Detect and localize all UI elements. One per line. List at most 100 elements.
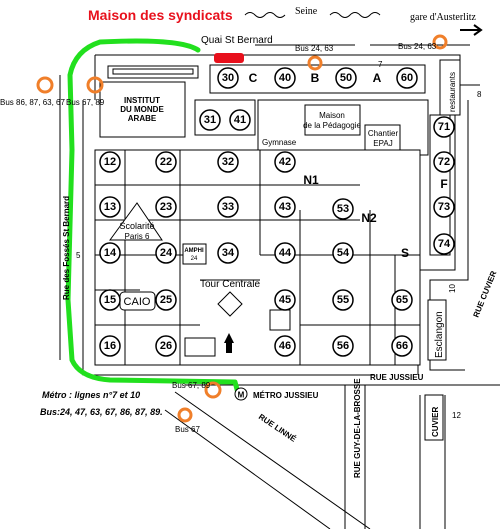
- side-number: 7: [378, 60, 383, 69]
- tower-46: [274, 335, 296, 357]
- bus-stop-marker: [86, 76, 104, 94]
- tower-66-label: 66: [396, 340, 408, 352]
- imarabe-label: INSTITUT: [124, 96, 160, 105]
- tower-60: [396, 67, 418, 89]
- austerlitz-label: gare d'Austerlitz: [410, 12, 477, 23]
- scolarite-label: Scolarité: [119, 221, 154, 231]
- tower-43: [274, 196, 296, 218]
- tower-23-label: 23: [160, 201, 172, 213]
- tower-44: [274, 242, 296, 264]
- tower-33: [217, 196, 239, 218]
- amphi-24-building: [182, 243, 207, 265]
- tower-65-label: 65: [396, 294, 408, 306]
- tower-14: [99, 242, 121, 264]
- bus-label: Bus 67, 89: [172, 381, 211, 390]
- tower-34-label: 34: [222, 247, 235, 259]
- pedagogie-label: Maison: [319, 111, 345, 120]
- street-jussieu: RUE JUSSIEU: [370, 373, 424, 382]
- tower-73: [433, 196, 455, 218]
- tower-16-label: 16: [104, 340, 116, 352]
- tower-16: [99, 335, 121, 357]
- bus-label: Bus 24, 63: [398, 42, 437, 51]
- cuvier-building: [424, 394, 444, 441]
- tower-22: [155, 151, 177, 173]
- tower-65: [391, 289, 413, 311]
- tower-40: [274, 67, 296, 89]
- imarabe-label: DU MONDE: [120, 105, 164, 114]
- tower-45-label: 45: [279, 294, 291, 306]
- tower-71-label: 71: [438, 121, 450, 133]
- street-linne: RUE LINNÉ: [257, 412, 298, 444]
- side-number: 8: [477, 90, 482, 99]
- building-letter: B: [311, 71, 320, 85]
- tower-46-label: 46: [279, 340, 291, 352]
- tower-44-label: 44: [279, 247, 292, 259]
- tower-22-label: 22: [160, 156, 172, 168]
- map-title: Maison des syndicats: [88, 7, 233, 23]
- gymnase-label: Gymnase: [262, 138, 297, 147]
- seine-label: Seine: [295, 6, 318, 17]
- side-number: 10: [448, 284, 457, 293]
- building-letter: N1: [303, 173, 319, 187]
- tower-55: [332, 289, 354, 311]
- entrance-arrow: [224, 333, 234, 343]
- tower-13-label: 13: [104, 201, 116, 213]
- tower-32-label: 32: [222, 156, 234, 168]
- tower-66: [391, 335, 413, 357]
- tower-31: [199, 109, 221, 131]
- tower-25: [155, 289, 177, 311]
- pedagogie-label: de la Pédagogie: [303, 121, 361, 130]
- tower-60-label: 60: [401, 72, 413, 84]
- tower-50-label: 50: [340, 72, 352, 84]
- cuvier-label: CUVIER: [431, 407, 440, 437]
- building-letter: S: [401, 246, 409, 260]
- tower-41-label: 41: [234, 114, 246, 126]
- main-campus-grid: [94, 149, 421, 366]
- metro-icon-letter: M: [238, 391, 245, 400]
- scolarite-building: [109, 202, 163, 241]
- pedagogie-building: [304, 104, 361, 136]
- arrow-right-icon: [460, 24, 483, 36]
- tower-53-label: 53: [337, 203, 349, 215]
- bus-stop-marker: [204, 381, 222, 399]
- tower-32: [217, 151, 239, 173]
- tower-45: [274, 289, 296, 311]
- tower-30: [217, 67, 239, 89]
- tower-13: [99, 196, 121, 218]
- side-number: 5: [76, 251, 81, 260]
- tour-centrale-diamond: [217, 291, 243, 317]
- bus-stop-marker: [36, 76, 54, 94]
- tower-50: [335, 67, 357, 89]
- tower-42: [274, 151, 296, 173]
- bus-label: Bus 67, 89: [66, 98, 105, 107]
- bus-stop-marker: [177, 407, 193, 423]
- tour-centrale-label: Tour Centrale: [200, 279, 260, 290]
- tower-53: [332, 198, 354, 220]
- rue-cuvier-lines: [419, 395, 446, 529]
- info-metro: Métro : lignes n°7 et 10: [42, 390, 140, 400]
- amphi-label: AMPHI: [184, 248, 204, 254]
- tower-12: [99, 151, 121, 173]
- tower-54-label: 54: [337, 247, 350, 259]
- tower-12-label: 12: [104, 156, 116, 168]
- tower-55-label: 55: [337, 294, 349, 306]
- building-letter: F: [440, 177, 447, 191]
- tower-42-label: 42: [279, 156, 291, 168]
- building-letter: A: [373, 71, 382, 85]
- tower-71: [433, 116, 455, 138]
- bus-label: Bus 67: [175, 425, 200, 434]
- tower-14-label: 14: [104, 247, 117, 259]
- rue-guy-de-la-brosse-lines: [344, 385, 366, 529]
- seine-river-line: [244, 12, 381, 18]
- walking-route: [65, 38, 241, 396]
- tower-56-label: 56: [337, 340, 349, 352]
- bus-label: Bus 86, 87, 63, 67: [0, 98, 65, 107]
- tower-41: [229, 109, 251, 131]
- tower-15: [99, 289, 121, 311]
- destination-marker: [214, 53, 244, 63]
- street-fosses: Rue des Fossés St Bernard: [62, 196, 71, 300]
- chantier-label: EPAJ: [373, 139, 392, 148]
- rue-linne-lines: [164, 391, 371, 529]
- institut-monde-arabe-building: [99, 81, 186, 138]
